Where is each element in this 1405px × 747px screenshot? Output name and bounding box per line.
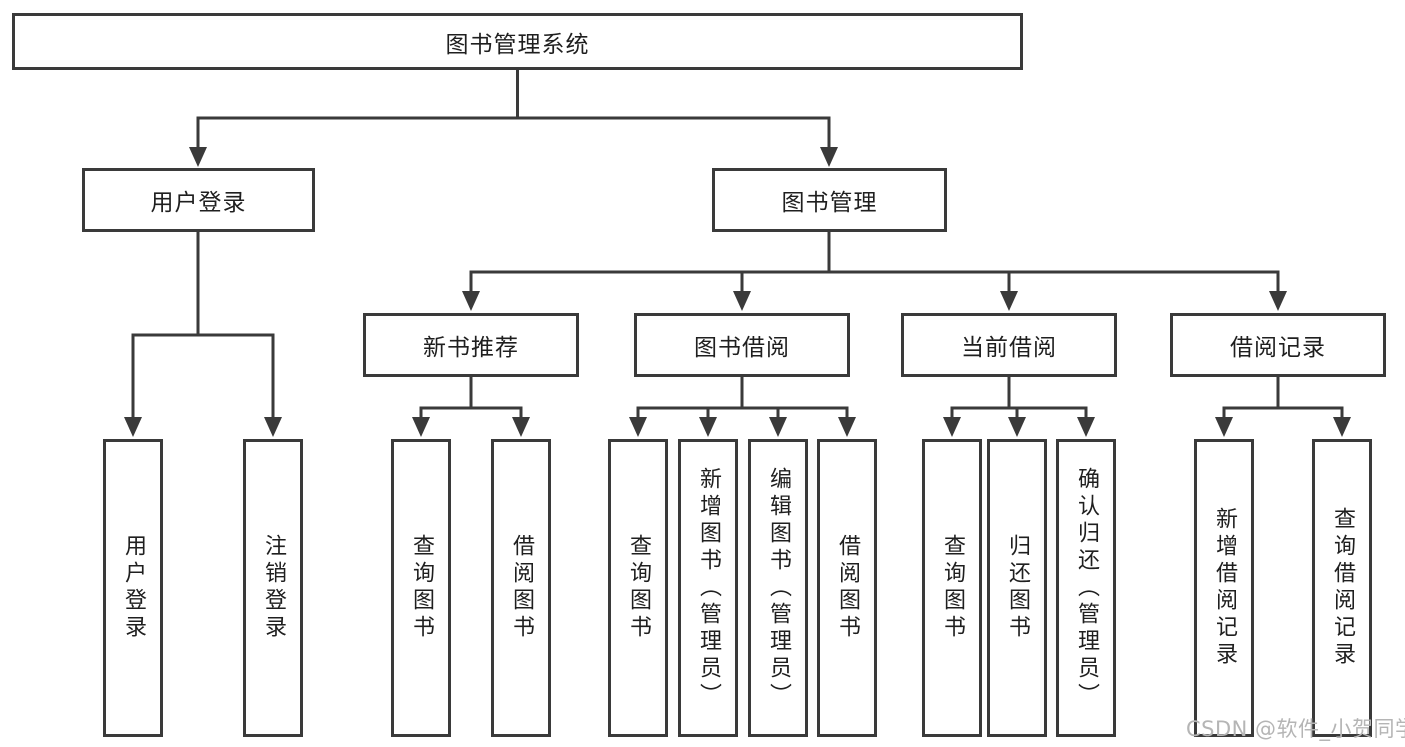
node-new-book-recommend: 新书推荐 — [363, 313, 579, 377]
node-label: 当前借阅 — [961, 335, 1057, 361]
leaf-user-login: 用户登录 — [103, 439, 163, 737]
leaf-label: 借阅图书 — [509, 534, 534, 642]
leaf-borrow-books-recommend: 借阅图书 — [491, 439, 551, 737]
leaf-label: 用户登录 — [121, 534, 146, 642]
node-label: 用户登录 — [150, 190, 247, 216]
leaf-query-books-recommend: 查询图书 — [391, 439, 451, 737]
leaf-edit-books-admin: 编辑图书（管理员） — [748, 439, 808, 737]
csdn-watermark: CSDN @软件_小贺同学 — [1186, 717, 1405, 741]
arrowheads-new-book-recommend — [412, 417, 530, 437]
node-borrow-records: 借阅记录 — [1170, 313, 1386, 377]
connector-book-management-to-level3 — [469, 232, 1280, 296]
node-library-management-system: 图书管理系统 — [12, 13, 1023, 70]
connector-user-login-to-leaves — [131, 232, 275, 422]
leaf-query-books-borrow: 查询图书 — [608, 439, 668, 737]
leaf-label: 确认归还（管理员） — [1074, 466, 1099, 710]
arrowheads-current-borrow — [943, 417, 1095, 437]
leaf-query-borrow-record: 查询借阅记录 — [1312, 439, 1372, 737]
leaf-query-books-current: 查询图书 — [922, 439, 982, 737]
arrowheads-root-to-level2 — [189, 147, 838, 167]
connector-root-to-level2 — [196, 70, 831, 152]
connector-new-book-recommend-to-leaves — [419, 377, 523, 422]
arrowheads-borrow-records — [1215, 417, 1351, 437]
leaf-label: 查询借阅记录 — [1330, 507, 1355, 669]
leaf-label: 新增借阅记录 — [1212, 507, 1237, 669]
node-book-management: 图书管理 — [712, 168, 947, 232]
arrowheads-level3 — [462, 291, 1287, 311]
leaf-label: 新增图书（管理员） — [696, 466, 721, 710]
leaf-borrow-books: 借阅图书 — [817, 439, 877, 737]
node-book-borrow: 图书借阅 — [634, 313, 850, 377]
node-label: 新书推荐 — [423, 335, 519, 361]
leaf-confirm-return-admin: 确认归还（管理员） — [1056, 439, 1116, 737]
connector-borrow-records-to-leaves — [1222, 377, 1344, 422]
leaf-label: 查询图书 — [940, 534, 965, 642]
node-current-borrow: 当前借阅 — [901, 313, 1117, 377]
connector-current-borrow-to-leaves — [950, 377, 1088, 422]
leaf-label: 注销登录 — [261, 534, 286, 642]
leaf-label: 编辑图书（管理员） — [766, 466, 791, 710]
connector-book-borrow-to-leaves — [636, 377, 849, 422]
leaf-logout: 注销登录 — [243, 439, 303, 737]
leaf-label: 借阅图书 — [835, 534, 860, 642]
arrowheads-user-login-leaves — [124, 417, 282, 437]
leaf-label: 查询图书 — [626, 534, 651, 642]
node-label: 图书管理系统 — [445, 31, 590, 58]
leaf-label: 归还图书 — [1005, 534, 1030, 642]
node-label: 图书借阅 — [694, 335, 790, 361]
leaf-add-borrow-record: 新增借阅记录 — [1194, 439, 1254, 737]
leaf-add-books-admin: 新增图书（管理员） — [678, 439, 738, 737]
leaf-label: 查询图书 — [409, 534, 434, 642]
arrowheads-book-borrow — [629, 417, 856, 437]
node-label: 图书管理 — [781, 190, 878, 216]
node-user-login: 用户登录 — [82, 168, 315, 232]
leaf-return-books: 归还图书 — [987, 439, 1047, 737]
node-label: 借阅记录 — [1230, 335, 1326, 361]
